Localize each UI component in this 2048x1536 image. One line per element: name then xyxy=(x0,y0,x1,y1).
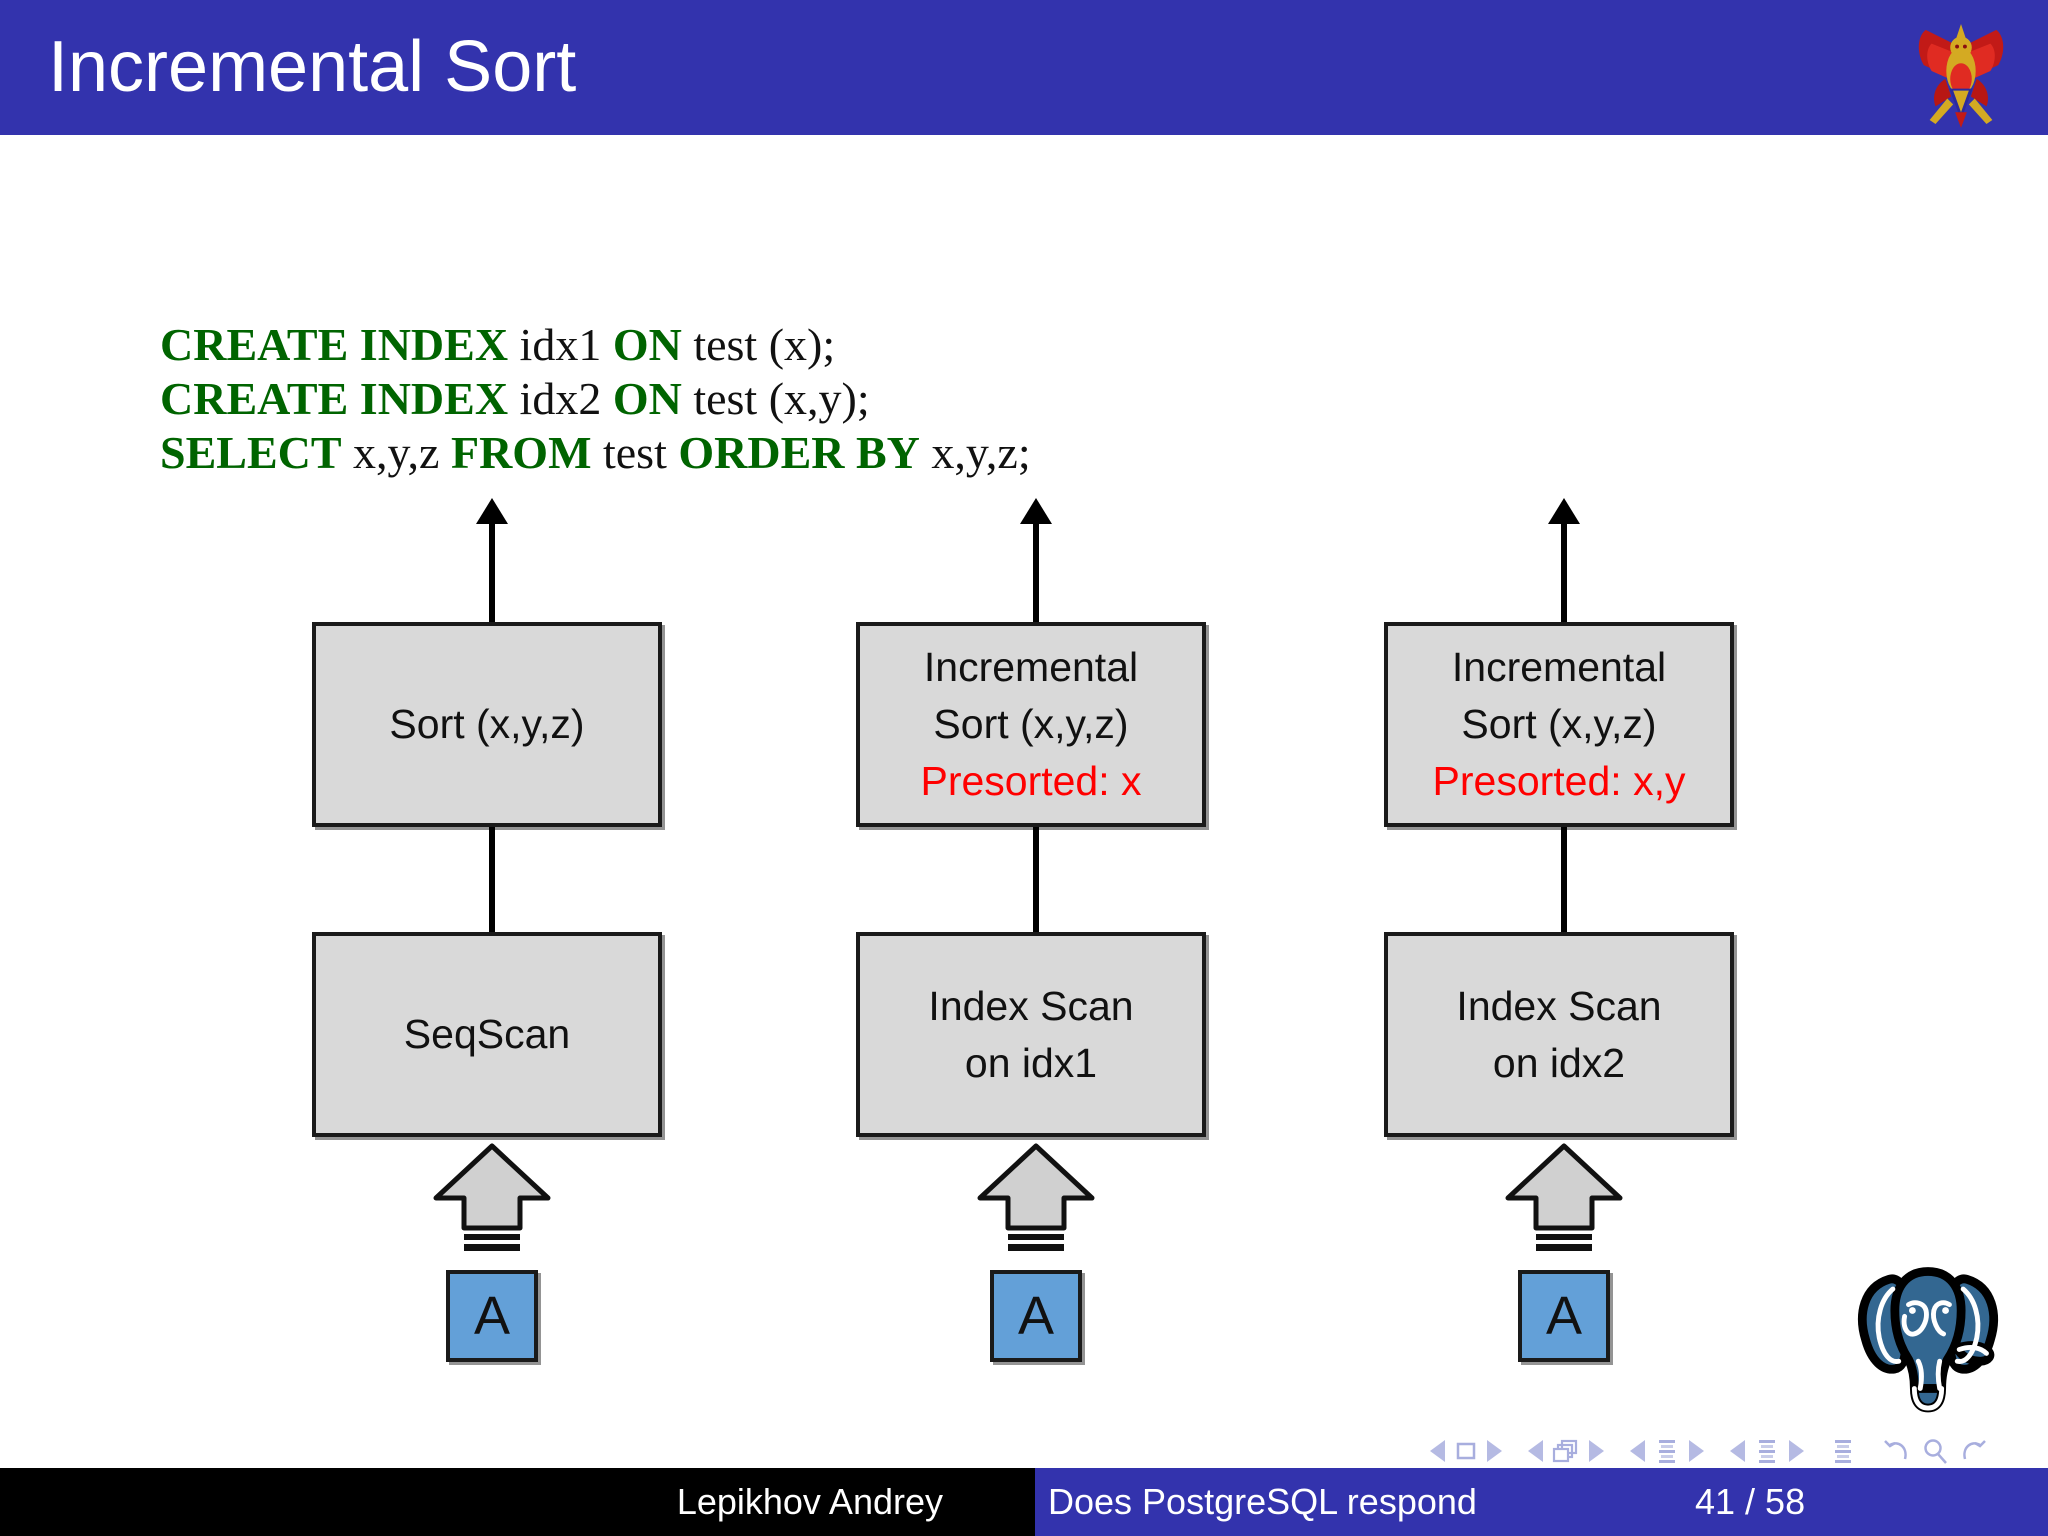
plan-node-scan: SeqScan xyxy=(312,932,662,1137)
footer-author-label: Lepikhov Andrey xyxy=(676,1481,943,1522)
sql-token: test (x); xyxy=(693,319,836,370)
plan-diagram: Sort (x,y,z) SeqScan A Incremental xyxy=(0,498,2048,1390)
node-line-1: Incremental xyxy=(923,644,1139,690)
document-icon[interactable] xyxy=(1830,1438,1856,1464)
plan-node-incremental-sort: Incremental Sort (x,y,z) Presorted: x,y xyxy=(1384,622,1734,827)
prev-section-icon[interactable] xyxy=(1730,1440,1745,1462)
sql-token: idx2 xyxy=(519,373,602,424)
frames-icon[interactable] xyxy=(1552,1438,1580,1464)
plan-node-scan: Index Scan on idx1 xyxy=(856,932,1206,1137)
sql-token: idx1 xyxy=(519,319,602,370)
sql-token: x,y,z xyxy=(353,427,440,478)
node-connector xyxy=(1033,827,1039,932)
node-line-1: Incremental xyxy=(1451,644,1667,690)
relation-label: A xyxy=(1017,1286,1055,1346)
node-connector xyxy=(489,827,495,932)
relation-box: A xyxy=(1518,1270,1610,1362)
node-line-1: Index Scan xyxy=(1456,982,1662,1029)
footer-subject-label: Does PostgreSQL respond xyxy=(1048,1481,1477,1522)
sql-token: CREATE INDEX xyxy=(160,319,509,370)
next-subsection-icon[interactable] xyxy=(1689,1440,1704,1462)
next-slide-icon[interactable] xyxy=(1487,1440,1502,1462)
node-line-1: Index Scan xyxy=(928,982,1134,1029)
sql-token: ORDER BY xyxy=(678,427,920,478)
page-title: Incremental Sort xyxy=(48,27,577,107)
slide-footer: Lepikhov Andrey Does PostgreSQL respond … xyxy=(0,1468,2048,1536)
slide-icon[interactable] xyxy=(1454,1439,1478,1463)
footer-author: Lepikhov Andrey xyxy=(0,1468,1035,1536)
data-flow-arrow-icon xyxy=(974,1142,1098,1260)
output-arrow-icon xyxy=(1548,498,1580,630)
sql-code-block: CREATE INDEX idx1 ON test (x); CREATE IN… xyxy=(160,318,1031,480)
node-line-2: on idx1 xyxy=(964,1039,1098,1086)
sql-line-3: SELECT x,y,z FROM test ORDER BY x,y,z; xyxy=(160,426,1031,480)
search-icon[interactable] xyxy=(1921,1437,1949,1465)
forward-icon[interactable] xyxy=(1958,1437,1988,1465)
next-frame-icon[interactable] xyxy=(1589,1440,1604,1462)
relation-label: A xyxy=(1545,1286,1583,1346)
node-presorted-label: Presorted: x,y xyxy=(1432,758,1686,804)
prev-slide-icon[interactable] xyxy=(1430,1440,1445,1462)
prev-frame-icon[interactable] xyxy=(1528,1440,1543,1462)
node-line-1: SeqScan xyxy=(403,1011,571,1057)
section-icon[interactable] xyxy=(1754,1438,1780,1464)
node-line-2: Sort (x,y,z) xyxy=(1461,701,1657,747)
sql-token: FROM xyxy=(450,427,592,478)
relation-box: A xyxy=(446,1270,538,1362)
nav-group-section[interactable] xyxy=(1730,1438,1804,1464)
sql-token: ON xyxy=(612,373,682,424)
plan-node-scan: Index Scan on idx2 xyxy=(1384,932,1734,1137)
output-arrow-icon xyxy=(476,498,508,630)
sql-token: CREATE INDEX xyxy=(160,373,509,424)
sql-line-1: CREATE INDEX idx1 ON test (x); xyxy=(160,318,1031,372)
nav-group-history[interactable] xyxy=(1882,1437,1988,1465)
sql-line-2: CREATE INDEX idx2 ON test (x,y); xyxy=(160,372,1031,426)
node-presorted-label: Presorted: x xyxy=(920,758,1142,804)
sql-token: test (x,y); xyxy=(693,373,870,424)
nav-group-document[interactable] xyxy=(1830,1438,1856,1464)
node-line-1: Sort (x,y,z) xyxy=(389,701,585,747)
slide-header: Incremental Sort xyxy=(0,0,2048,135)
footer-right: Does PostgreSQL respond 41 / 58 xyxy=(1035,1468,2048,1536)
nav-group-frame[interactable] xyxy=(1528,1438,1604,1464)
footer-page-number: 41 / 58 xyxy=(1695,1481,1806,1522)
plan-node-incremental-sort: Incremental Sort (x,y,z) Presorted: x xyxy=(856,622,1206,827)
sql-token: ON xyxy=(612,319,682,370)
plan-node-sort: Sort (x,y,z) xyxy=(312,622,662,827)
next-section-icon[interactable] xyxy=(1789,1440,1804,1462)
nav-group-slide[interactable] xyxy=(1430,1439,1502,1463)
sql-token: SELECT xyxy=(160,427,342,478)
data-flow-arrow-icon xyxy=(1502,1142,1626,1260)
output-arrow-icon xyxy=(1020,498,1052,630)
data-flow-arrow-icon xyxy=(430,1142,554,1260)
sql-token: x,y,z; xyxy=(931,427,1031,478)
relation-label: A xyxy=(473,1286,511,1346)
prev-subsection-icon[interactable] xyxy=(1630,1440,1645,1462)
nav-group-subsection[interactable] xyxy=(1630,1438,1704,1464)
subsection-icon[interactable] xyxy=(1654,1438,1680,1464)
node-line-2: on idx2 xyxy=(1492,1039,1626,1086)
node-line-2: Sort (x,y,z) xyxy=(933,701,1129,747)
back-icon[interactable] xyxy=(1882,1437,1912,1465)
garuda-emblem-icon xyxy=(1912,18,2010,128)
relation-box: A xyxy=(990,1270,1082,1362)
postgresql-elephant-logo-icon xyxy=(1850,1246,2006,1414)
node-connector xyxy=(1561,827,1567,932)
sql-token: test xyxy=(602,427,667,478)
beamer-navigation-bar[interactable] xyxy=(1430,1428,2014,1474)
